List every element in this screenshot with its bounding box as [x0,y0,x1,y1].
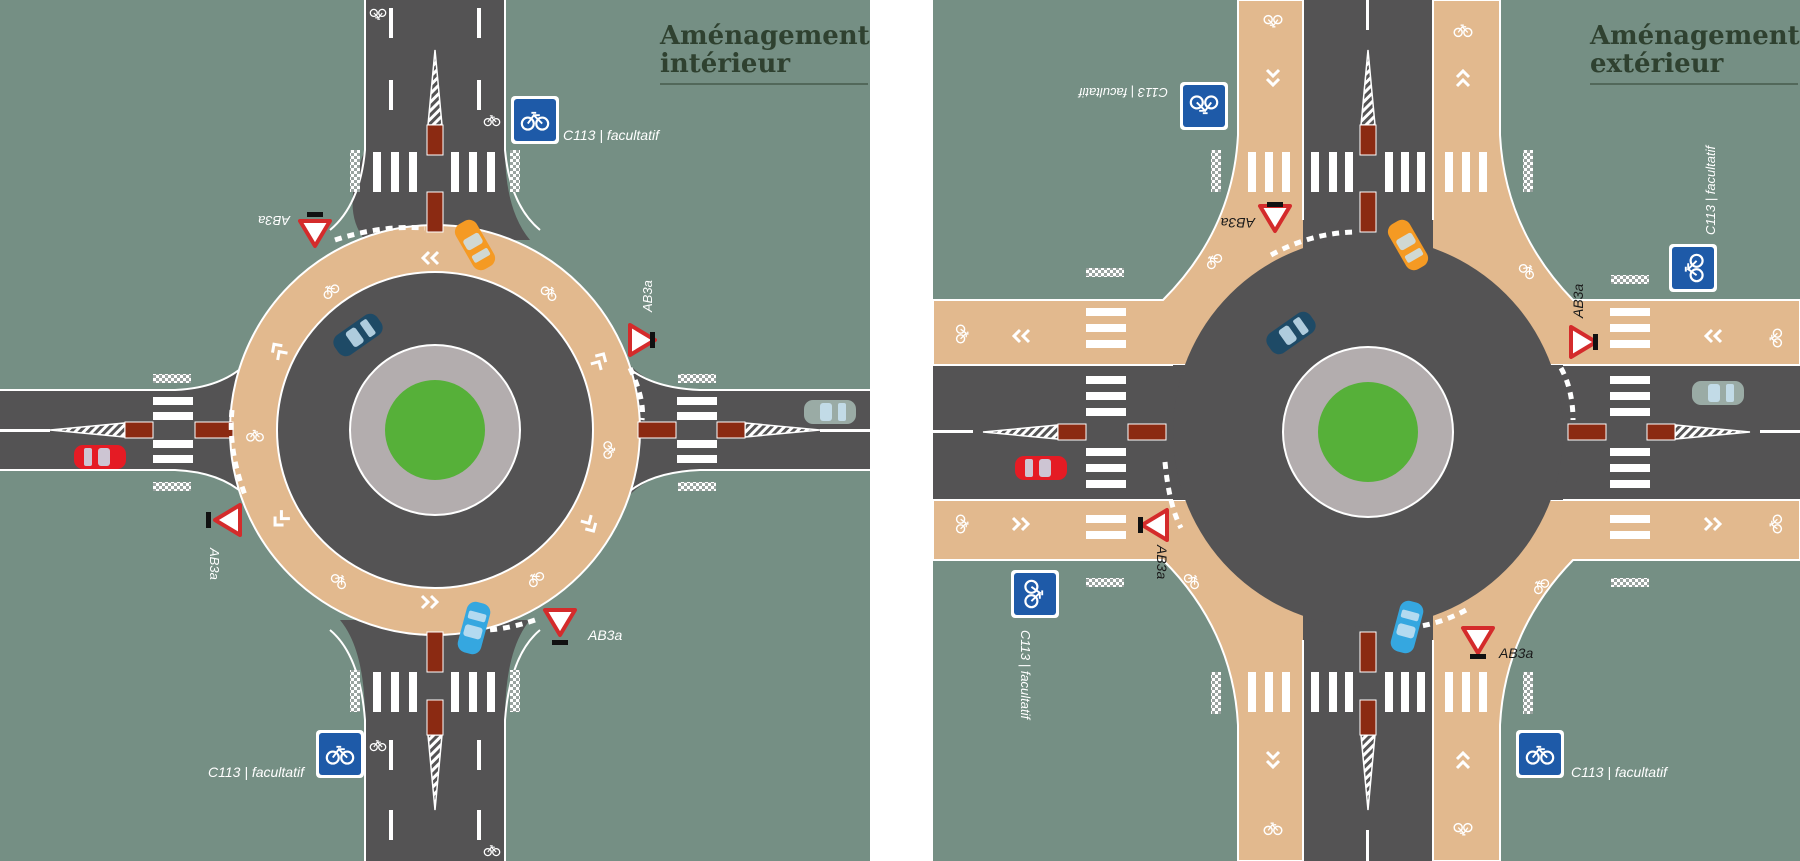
car-grey [804,400,856,424]
label-ab3a-right: AB3a [1570,284,1586,319]
label-ab3a-left: AB3a [1154,544,1170,579]
panel-interior: Aménagement intérieur C113 | facultatif … [0,0,870,861]
splitter-islands [982,49,1751,811]
label-c113-left: C113 | facultatif [1018,630,1033,721]
panel-title-line2: extérieur [1590,49,1724,79]
bicycle-sign-top [1180,82,1228,130]
label-ab3a-bottom: AB3a [1498,645,1533,661]
panel-exterior: Aménagement extérieur C113 | facultatif … [933,0,1800,861]
bicycle-sign-right [1669,244,1717,292]
bicycle-sign-bottom [1516,730,1564,778]
label-c113-bottom: C113 | facultatif [208,764,306,780]
give-way-lines [228,225,645,633]
tactile-paving [1086,150,1649,714]
label-c113-right: C113 | facultatif [1703,144,1718,235]
roundabout-exterior-diagram: Aménagement extérieur C113 | facultatif … [933,0,1800,861]
label-c113-top: C113 | facultatif [1077,85,1168,100]
label-ab3a-top: AB3a [258,213,291,228]
splitter-islands [49,49,821,811]
label-ab3a-right: AB3a [640,280,655,313]
central-island [385,380,485,480]
panel-title-line1: Aménagement [1589,21,1800,51]
bicycle-sign-bottom [316,730,364,778]
pedestrian-crossings [153,152,717,712]
label-c113-bottom: C113 | facultatif [1571,764,1669,780]
tactile-paving [153,150,716,712]
label-c113-top: C113 | facultatif [563,127,661,143]
bicycle-sign-left [1011,570,1059,618]
lane-markings [0,8,870,840]
label-ab3a-bottom: AB3a [587,627,622,643]
car-red [74,445,126,469]
bicycle-sign-top [511,96,559,144]
give-way-lines [1162,229,1576,631]
label-ab3a-top: AB3a [1221,215,1256,231]
lane-markings [933,0,1800,861]
pedestrian-crossings [1086,152,1650,712]
roundabout-interior-diagram: Aménagement intérieur C113 | facultatif … [0,0,870,861]
label-ab3a-left: AB3a [207,547,222,580]
central-island [1318,382,1418,482]
panel-title-line1: Aménagement [659,21,870,51]
yield-signs [1138,202,1598,659]
panel-title-line2: intérieur [660,49,790,79]
